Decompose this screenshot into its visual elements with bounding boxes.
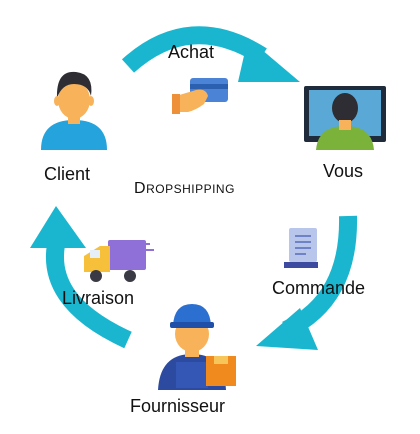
node-label-vous: Vous xyxy=(323,161,364,181)
title-first-letter: D xyxy=(134,180,147,197)
delivery-truck-icon xyxy=(84,240,154,282)
arrow-label-achat: Achat xyxy=(168,42,215,62)
arrow-livraison xyxy=(30,206,132,349)
diagram-title: DROPSHIPPING xyxy=(134,180,235,198)
person-icon xyxy=(41,71,107,150)
node-label-fournisseur: Fournisseur xyxy=(130,396,226,416)
title-rest: ROPSHIPPING xyxy=(146,182,235,196)
arrow-label-livraison: Livraison xyxy=(62,288,135,308)
arrow-commande xyxy=(256,215,358,350)
computer-user-icon xyxy=(304,86,386,150)
arrow-achat xyxy=(121,26,300,82)
document-scroll-icon xyxy=(284,228,318,268)
node-label-client: Client xyxy=(44,164,91,184)
worker-icon xyxy=(158,304,236,390)
credit-card-hand-icon xyxy=(172,78,228,114)
arrow-label-commande: Commande xyxy=(272,278,366,298)
